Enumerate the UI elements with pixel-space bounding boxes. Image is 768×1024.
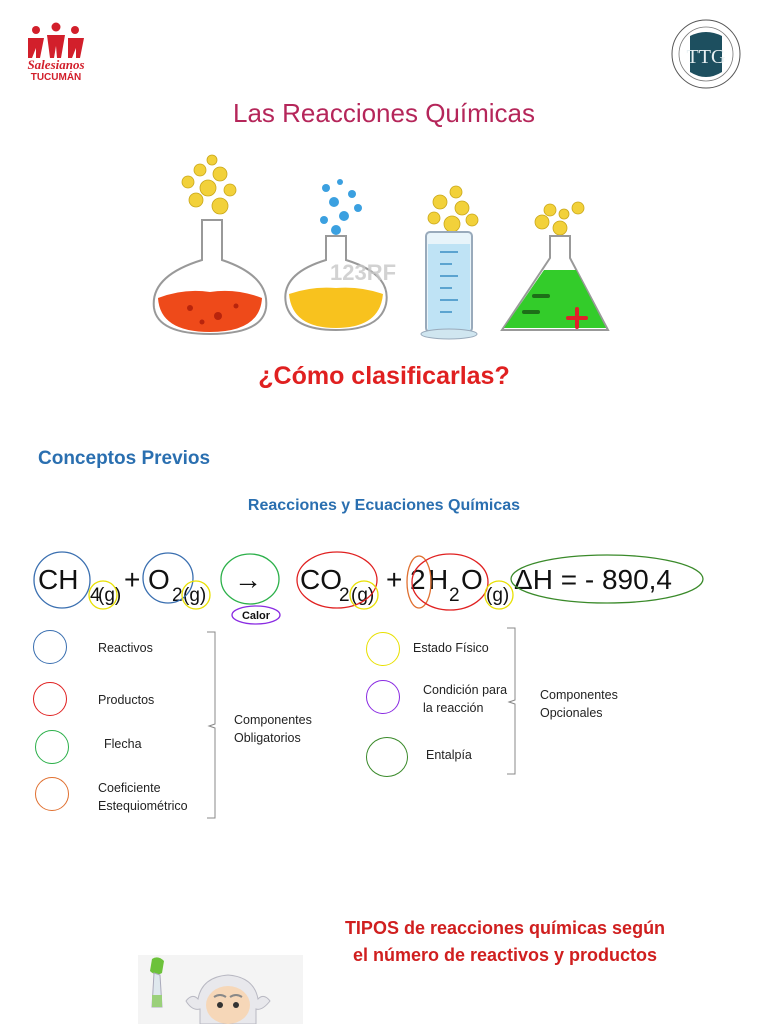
- eq-sub-2a: 2: [172, 585, 183, 606]
- watermark-text: 123RF: [330, 260, 396, 285]
- eq-plus-2: +: [386, 564, 402, 595]
- chemical-equation: CH 4 (g) + O 2 (g) → CO 2 (g) + 2 H 2 O …: [33, 551, 704, 625]
- legend-coeficiente: Coeficiente Estequiométrico: [98, 781, 188, 813]
- tipos-heading: TIPOS de reacciones químicas según el nú…: [344, 918, 666, 965]
- eq-state-2: (g): [183, 585, 206, 606]
- reactant-circle-1: [33, 551, 91, 609]
- legend-circle-entalpia: [366, 737, 408, 777]
- eq-co: CO: [300, 564, 342, 595]
- legend-circle-condicion: [366, 680, 400, 714]
- legend-circle-productos: [33, 682, 67, 716]
- salesianos-logo: Salesianos TUCUMÁN: [27, 22, 85, 82]
- logo-text-1: Salesianos: [27, 57, 84, 72]
- eq-arrow: →: [234, 564, 262, 595]
- legend-entalpia: Entalpía: [426, 748, 472, 762]
- brace-right: [507, 627, 516, 775]
- legend-reactivos: Reactivos: [98, 641, 153, 655]
- state-circle-3: [349, 580, 379, 610]
- eq-sub-4: 4: [90, 585, 101, 606]
- brace-left: [207, 631, 216, 819]
- group-obligatorios: Componentes Obligatorios: [234, 713, 312, 745]
- eq-enthalpy: ΔH = - 890,4: [514, 564, 672, 595]
- eq-sub-2b: 2: [339, 585, 350, 606]
- eq-o: O: [148, 564, 170, 595]
- state-circle-4: [484, 580, 514, 610]
- reactant-circle-2: [142, 552, 194, 604]
- calor-label: Calor: [242, 610, 271, 622]
- school-seal-logo: TTG: [671, 19, 741, 89]
- state-circle-1: [88, 580, 118, 610]
- legend-circle-coeficiente: [35, 777, 69, 811]
- eq-state-3: (g): [351, 585, 374, 606]
- section-subheading: Reacciones y Ecuaciones Químicas: [247, 497, 521, 514]
- flasks-illustration: 123RF: [152, 154, 610, 340]
- product-circle-1: [296, 551, 378, 609]
- coefficient-circle: [406, 555, 432, 609]
- arrow-circle: [220, 553, 280, 605]
- legend-flecha: Flecha: [104, 737, 142, 751]
- eq-ch: CH: [38, 564, 78, 595]
- eq-state-4: (g): [486, 585, 509, 606]
- eq-h: H: [428, 564, 448, 595]
- legend-circle-flecha: [35, 730, 69, 764]
- question-heading: ¿Cómo clasificarlas?: [258, 362, 510, 390]
- state-circle-2: [181, 580, 211, 610]
- eq-plus-1: +: [124, 564, 140, 595]
- eq-o2: O: [461, 564, 483, 595]
- scientist-illustration: [138, 955, 303, 1024]
- legend-productos: Productos: [98, 693, 155, 707]
- page-title: Las Reacciones Químicas: [232, 98, 536, 128]
- product-circle-2: [411, 553, 489, 611]
- logo-text-2: TUCUMÁN: [31, 70, 82, 82]
- legend-circle-estado: [366, 632, 400, 666]
- legend-estado: Estado Físico: [413, 641, 489, 655]
- enthalpy-ellipse: [510, 554, 704, 604]
- section-heading: Conceptos Previos: [38, 448, 211, 469]
- eq-state-1: (g): [98, 585, 121, 606]
- group-opcionales: Componentes Opcionales: [540, 688, 618, 720]
- seal-letters: TTG: [687, 46, 726, 68]
- condition-circle: [231, 605, 281, 625]
- eq-sub-2c: 2: [449, 585, 460, 606]
- legend-condicion: Condición para la reacción: [423, 683, 508, 715]
- legend-circle-reactivos: [33, 630, 67, 664]
